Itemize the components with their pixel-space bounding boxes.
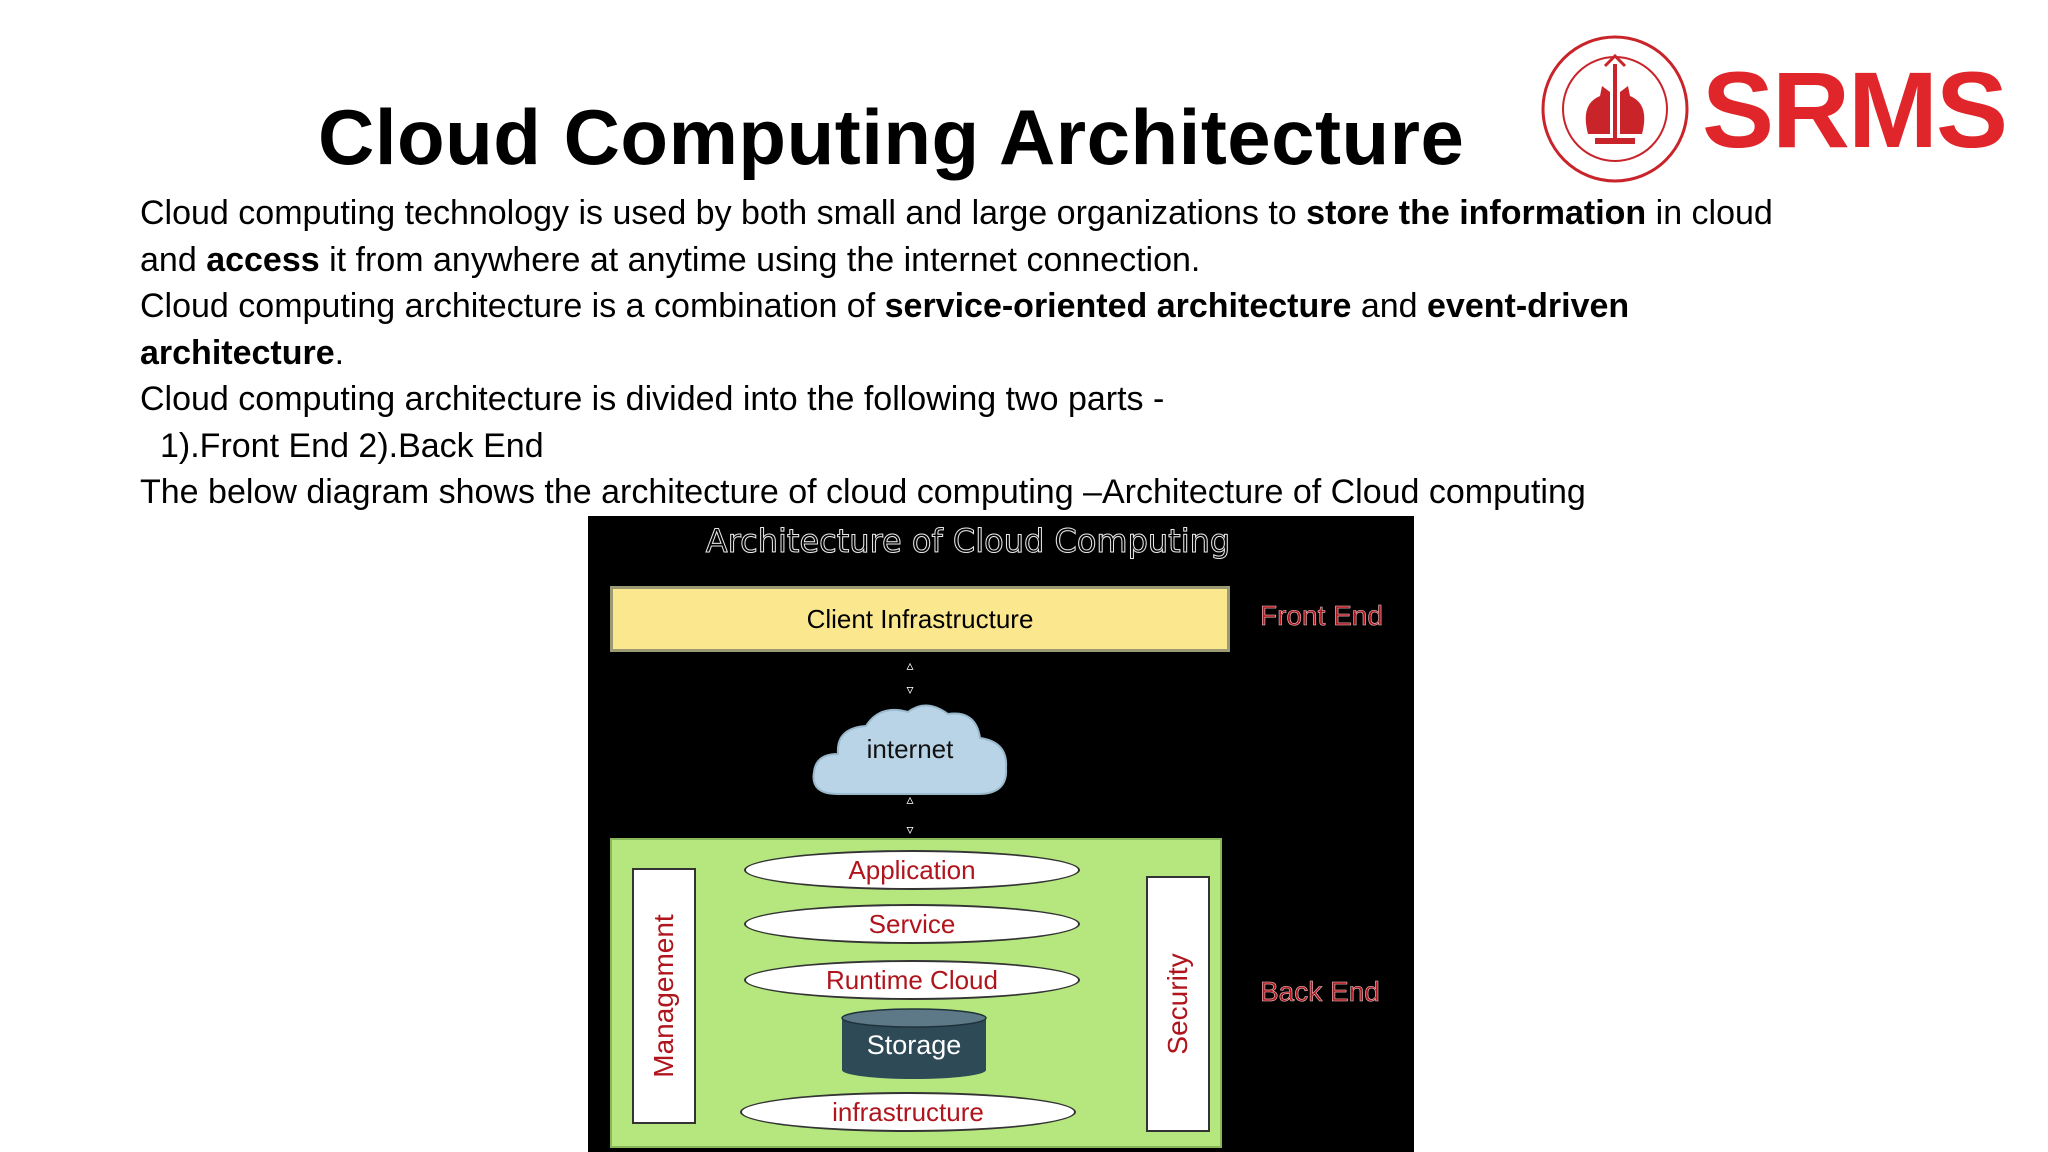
paragraph-2: and access it from anywhere at anytime u… bbox=[140, 240, 1201, 279]
management-box: Management bbox=[632, 868, 696, 1124]
paragraph-5: Cloud computing architecture is divided … bbox=[140, 380, 1165, 418]
arrow-up-icon: ▵ bbox=[906, 791, 914, 807]
security-box: Security bbox=[1146, 876, 1210, 1132]
parts-list: 1).Front End 2).Back End bbox=[160, 426, 544, 465]
internet-label: internet bbox=[866, 734, 954, 764]
body-text: Cloud computing technology is used by bo… bbox=[140, 190, 1940, 516]
management-label: Management bbox=[648, 914, 679, 1078]
arrow-up-icon: ▵ bbox=[906, 657, 914, 673]
client-infrastructure-box: Client Infrastructure bbox=[610, 586, 1230, 652]
arrow-down-icon: ▿ bbox=[906, 681, 914, 697]
runtime-cloud-layer: Runtime Cloud bbox=[744, 960, 1080, 1000]
service-layer: Service bbox=[744, 904, 1080, 944]
application-layer: Application bbox=[744, 850, 1080, 890]
arrow-down-icon: ▿ bbox=[906, 821, 914, 837]
architecture-diagram: Architecture of Cloud Computing Client I… bbox=[588, 516, 1414, 1152]
paragraph-1: Cloud computing technology is used by bo… bbox=[140, 194, 1773, 232]
internet-cloud-icon bbox=[812, 704, 1008, 795]
storage-layer-label: Storage bbox=[866, 1030, 962, 1060]
front-end-label: Front End bbox=[1260, 600, 1384, 632]
slide-title: Cloud Computing Architecture bbox=[318, 93, 1465, 181]
back-end-box: Management Security Application Service … bbox=[610, 838, 1222, 1148]
security-label: Security bbox=[1162, 953, 1193, 1055]
storage-cylinder-icon bbox=[841, 1008, 987, 1079]
paragraph-3: Cloud computing architecture is a combin… bbox=[140, 287, 1630, 325]
srms-logo: SRMS bbox=[1540, 34, 2015, 184]
seal-icon bbox=[1541, 35, 1689, 183]
logo-text: SRMS bbox=[1702, 49, 2008, 170]
diagram-title: Architecture of Cloud Computing bbox=[705, 522, 1231, 561]
paragraph-4: architecture. bbox=[140, 333, 345, 372]
infrastructure-layer: infrastructure bbox=[740, 1092, 1076, 1132]
paragraph-7: The below diagram shows the architecture… bbox=[140, 473, 1586, 511]
back-end-label: Back End bbox=[1260, 976, 1380, 1008]
